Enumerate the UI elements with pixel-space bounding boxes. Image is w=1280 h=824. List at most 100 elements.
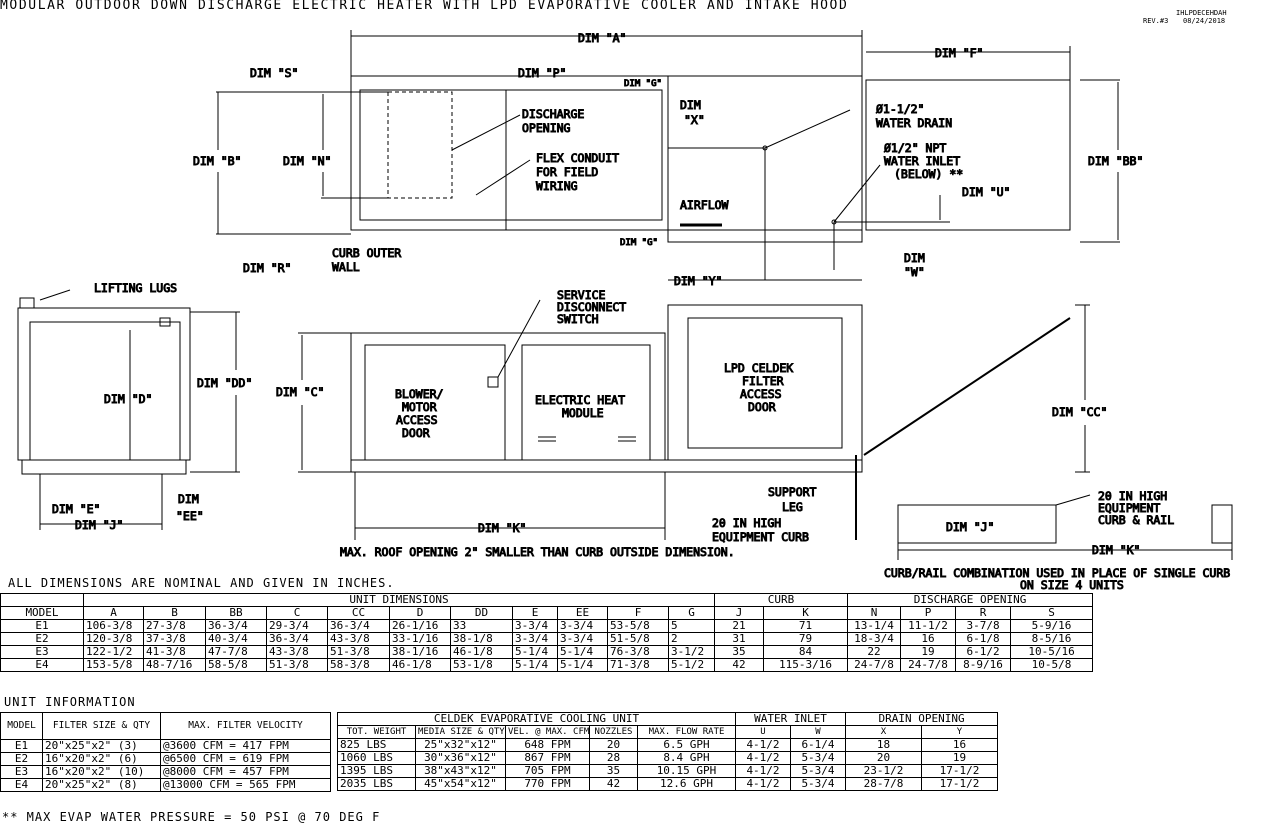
- table-cell: 153-5/8: [83, 658, 144, 672]
- dim-d-label: DIM "D": [104, 392, 152, 406]
- table-cell: E3: [0, 645, 84, 659]
- dim-ee-label-2: "EE": [176, 509, 204, 523]
- table-cell: 20: [589, 738, 638, 752]
- table-cell: 120-3/8: [83, 632, 144, 646]
- table-cell: 21: [714, 619, 765, 633]
- table-cell: 24-7/8: [847, 658, 902, 672]
- water-drain-label: Ø1-1/2"WATER DRAIN: [876, 102, 952, 130]
- group-drain-opening: DRAIN OPENING: [845, 712, 999, 726]
- column-header: MODEL: [0, 606, 84, 620]
- dim-n-label: DIM "N": [283, 154, 331, 168]
- dimensions-note: ALL DIMENSIONS ARE NOMINAL AND GIVEN IN …: [8, 576, 395, 590]
- unit-info-title: UNIT INFORMATION: [4, 695, 136, 709]
- table-cell: 53-1/8: [450, 658, 513, 672]
- table-cell: 3-3/4: [512, 632, 558, 646]
- table-cell: 38-1/8: [450, 632, 513, 646]
- table-cell: 35: [714, 645, 765, 659]
- table-cell: 17-1/2: [921, 777, 999, 791]
- table-cell: E2: [0, 752, 43, 766]
- column-header: EE: [557, 606, 608, 620]
- table-cell: 11-1/2: [900, 619, 957, 633]
- top-view: [216, 30, 1120, 281]
- curb-rail-dim-k: DIM "K": [1092, 543, 1140, 557]
- table-cell: 1060 LBS: [337, 751, 416, 765]
- table-cell: 2035 LBS: [337, 777, 416, 791]
- table-cell: @8000 CFM = 457 FPM: [160, 765, 331, 779]
- table-cell: 51-3/8: [327, 645, 390, 659]
- table-cell: 42: [714, 658, 765, 672]
- table-cell: 58-5/8: [205, 658, 267, 672]
- table-cell: 20"x25"x2" (8): [42, 778, 161, 792]
- table-cell: 41-3/8: [143, 645, 206, 659]
- drawing-id: IHLPDECEHDAH: [1176, 9, 1227, 17]
- table-cell: 46-1/8: [450, 645, 513, 659]
- column-header: MAX. FLOW RATE: [637, 725, 736, 739]
- column-header: P: [900, 606, 957, 620]
- table-cell: 43-3/8: [266, 645, 328, 659]
- table-cell: 122-1/2: [83, 645, 144, 659]
- table-cell: 1395 LBS: [337, 764, 416, 778]
- table-cell: 5-3/4: [789, 777, 847, 791]
- column-header: U: [735, 725, 791, 739]
- table-cell: 28-7/8: [845, 777, 923, 791]
- table-cell: 29-3/4: [266, 619, 328, 633]
- table-cell: 36-3/4: [266, 632, 328, 646]
- lifting-lugs-label: LIFTING LUGS: [94, 281, 177, 295]
- column-header: CC: [327, 606, 390, 620]
- dim-bb-label: DIM "BB": [1088, 154, 1143, 168]
- drawing-views: DIM "A" DIM "F" DIM "S" DIM "P" DIM "G" …: [17, 30, 1233, 593]
- table-cell: 3-3/4: [557, 619, 608, 633]
- column-header: NOZZLES: [589, 725, 638, 739]
- table-cell: 6-1/8: [955, 632, 1012, 646]
- side-view: [298, 299, 1090, 540]
- table-cell: 24-7/8: [900, 658, 957, 672]
- dim-e-label: DIM "E": [52, 502, 100, 516]
- dim-g-top-label: DIM "G": [624, 79, 662, 89]
- table-cell: 76-3/8: [607, 645, 669, 659]
- table-cell: 10.15 GPH: [637, 764, 736, 778]
- column-header: VEL. @ MAX. CFM: [505, 725, 590, 739]
- column-header: MODEL: [0, 712, 43, 740]
- table-cell: 27-3/8: [143, 619, 206, 633]
- table-cell: 106-3/8: [83, 619, 144, 633]
- column-header: S: [1010, 606, 1094, 620]
- dim-f-label: DIM "F": [935, 46, 983, 60]
- table-cell: 26-1/16: [389, 619, 451, 633]
- table-cell: 40-3/4: [205, 632, 267, 646]
- dim-p-label: DIM "P": [518, 66, 566, 80]
- table-cell: 8-9/16: [955, 658, 1012, 672]
- revision: REV.#3: [1143, 17, 1169, 25]
- dim-s-label: DIM "S": [250, 66, 298, 80]
- dim-x-label: DIM: [680, 98, 701, 112]
- group-curb: CURB: [714, 593, 849, 607]
- table-cell: 33: [450, 619, 513, 633]
- table-cell: 51-5/8: [607, 632, 669, 646]
- column-header: C: [266, 606, 328, 620]
- table-cell: 5-1/4: [557, 658, 608, 672]
- curb-rail-view: [897, 494, 1233, 560]
- table-cell: 5-1/4: [557, 645, 608, 659]
- table-cell: 16"x20"x2" (10): [42, 765, 161, 779]
- curb-rail-dim-j: DIM "J": [946, 520, 994, 534]
- column-header: A: [83, 606, 144, 620]
- column-header: W: [789, 725, 847, 739]
- table-cell: 20"x25"x2" (3): [42, 739, 161, 753]
- column-header: DD: [450, 606, 513, 620]
